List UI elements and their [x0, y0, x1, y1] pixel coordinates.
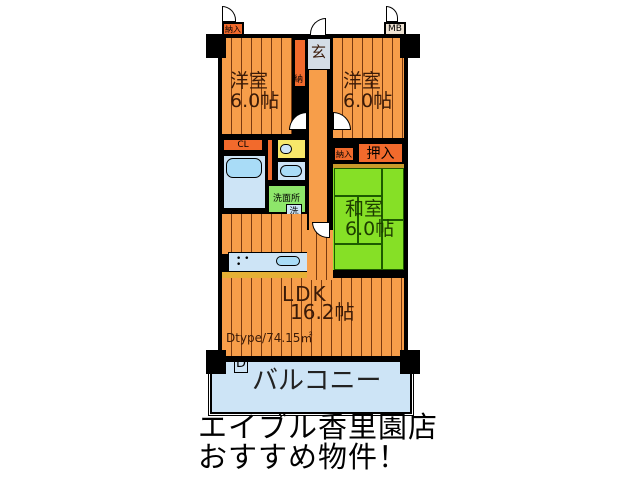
- column: [400, 350, 420, 374]
- oshiire: 押入: [357, 142, 404, 164]
- tatami-mat: [334, 244, 382, 270]
- closet-strip: [266, 138, 274, 182]
- oshiire-label: 押入: [366, 146, 395, 162]
- wash-basin: [280, 165, 302, 177]
- western-room-right-size: 6.0帖: [343, 90, 393, 112]
- top-left-closet-label: 納入: [225, 24, 241, 34]
- stove-icon: • ••: [236, 254, 250, 270]
- small-closet-label: 納入: [336, 149, 352, 159]
- kitchen-floor: [222, 214, 307, 254]
- western-room-left: [222, 38, 292, 134]
- column: [400, 34, 420, 58]
- door-entrance: [310, 18, 326, 36]
- western-room-left-size: 6.0帖: [230, 90, 280, 112]
- closet-cl: CL: [222, 138, 264, 152]
- ldk-name: LDK: [282, 282, 328, 306]
- column: [206, 34, 226, 58]
- western-room-left-name: 洋室: [230, 70, 269, 92]
- tatami-mat: [358, 196, 382, 244]
- top-left-closet: 納入: [222, 22, 244, 36]
- western-room-right-name: 洋室: [343, 70, 382, 92]
- tatami-mat: [382, 220, 404, 270]
- washroom-label: 洗面所: [273, 194, 301, 204]
- washer-label: 洗: [289, 207, 299, 217]
- small-closet: 納入: [333, 146, 355, 162]
- tatami-mat: [334, 196, 358, 244]
- tatami-mat: [382, 168, 404, 220]
- caption-line1: エイブル香里園店: [198, 410, 439, 444]
- door-top-left: [222, 6, 236, 22]
- door-meter-box: [386, 6, 398, 22]
- caption-line2: おすすめ物件！: [198, 440, 409, 474]
- entrance-label: 玄: [311, 43, 327, 61]
- ldk-upper: [307, 230, 333, 280]
- japanese-room-size: 6.0帖: [345, 218, 395, 240]
- balcony-label: バルコニー: [252, 366, 382, 396]
- meter-box-label: MB: [388, 24, 402, 34]
- sink: [276, 256, 300, 266]
- floor-plan: バルコニー D 洋室 6.0帖 納 玄 洋室 6.0帖 CL 洗面所 洗 納入 …: [206, 6, 420, 416]
- shoe-closet-label: 納: [294, 75, 304, 85]
- toilet-bowl: [280, 144, 292, 154]
- ldk-size: 16.2帖: [290, 300, 355, 324]
- area-label: Dtype/74.15㎡: [226, 331, 313, 345]
- meter-box: MB: [384, 22, 406, 36]
- closet-cl-label: CL: [237, 140, 249, 150]
- shoe-closet: [293, 38, 307, 88]
- hallway: [307, 70, 329, 230]
- japanese-room-name: 和室: [345, 198, 384, 220]
- ldk: [222, 278, 404, 356]
- tatami-mat: [334, 168, 382, 196]
- bathtub: [226, 158, 262, 178]
- column: [206, 350, 226, 374]
- counter-edge: [222, 272, 308, 278]
- entrance: [307, 38, 331, 70]
